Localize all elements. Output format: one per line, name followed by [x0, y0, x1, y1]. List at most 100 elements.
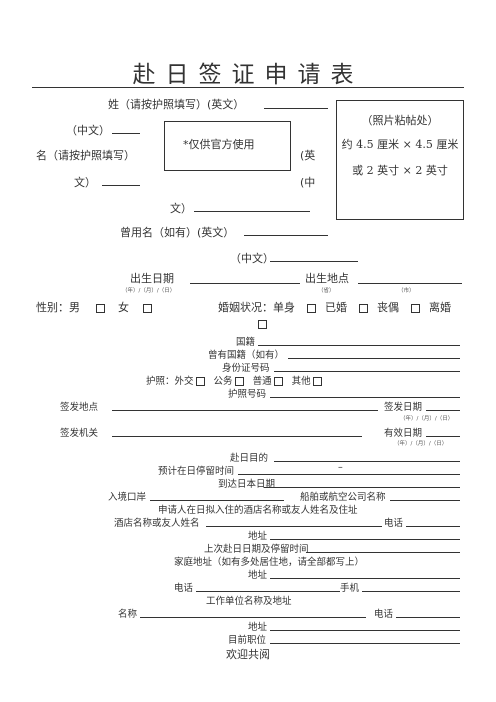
surname-en-line[interactable]	[264, 108, 328, 109]
issue-date-label: 签发日期	[384, 402, 423, 413]
surname-cn-line[interactable]	[112, 133, 140, 134]
expiry-date-label: 有效日期	[384, 428, 423, 439]
photo-size-in: 或 2 英寸 × 2 英寸	[352, 164, 448, 177]
former-name-en-line[interactable]	[244, 235, 328, 236]
issue-date-hint: （年）/（月）/（日）	[400, 416, 454, 422]
employer-phone-label: 电话	[374, 609, 394, 620]
expiry-date-line[interactable]	[426, 436, 460, 437]
hotel-note: 申请人在日拟入住的酒店名称或友人姓名及住址	[158, 505, 358, 516]
form-title: 赴日签证申请表	[132, 62, 364, 88]
employer-address-line[interactable]	[270, 630, 460, 631]
former-name-en-label: 曾用名（如有）(英文）	[120, 226, 235, 239]
surname-en-label: 姓（请按护照填写）(英文）	[108, 98, 245, 111]
birth-place-line[interactable]	[358, 283, 462, 284]
purpose-label: 赴日目的	[230, 453, 269, 464]
hotel-address-label: 地址	[248, 531, 268, 542]
passport-type-row: 护照：外交 公务 普通 其他	[146, 373, 324, 387]
birth-date-hint: （年）/（月）/（日）	[122, 288, 176, 294]
sex-row: 性别：男 女	[36, 299, 154, 315]
mobile-line[interactable]	[362, 591, 460, 592]
nationality-label: 国籍	[236, 337, 256, 348]
birth-province-hint: （省）	[318, 288, 335, 294]
employer-phone-line[interactable]	[396, 617, 460, 618]
former-nationality-line[interactable]	[288, 358, 460, 359]
hotel-address-line[interactable]	[270, 539, 460, 540]
passport-official-checkbox[interactable]	[234, 377, 244, 386]
passport-diplomatic-checkbox[interactable]	[195, 377, 205, 386]
passport-type-label: 护照：外交	[146, 376, 194, 387]
id-number-line[interactable]	[274, 371, 460, 372]
passport-other-label: 其他	[291, 376, 311, 387]
employer-name-line[interactable]	[140, 617, 366, 618]
marital-widowed-label: 丧偶	[377, 301, 399, 314]
official-use-box: *仅供官方使用	[164, 121, 291, 171]
passport-official-label: 公务	[213, 376, 233, 387]
port-of-entry-line[interactable]	[150, 500, 284, 501]
former-name-cn-line[interactable]	[270, 261, 358, 262]
home-address-label: 家庭地址（如有多处居住地，请全部都写上）	[174, 557, 365, 568]
passport-number-label: 护照号码	[228, 389, 267, 400]
photo-label: （照片粘帖处）	[361, 114, 439, 127]
birth-date-label: 出生日期	[130, 272, 174, 285]
birth-place-label: 出生地点	[305, 272, 349, 285]
nationality-line[interactable]	[258, 345, 460, 346]
given-name-cn-line[interactable]	[102, 185, 140, 186]
marital-widowed-checkbox[interactable]	[410, 303, 420, 313]
marital-single-checkbox[interactable]	[306, 303, 316, 313]
home-phone-line[interactable]	[196, 591, 340, 592]
hotel-name-line[interactable]	[206, 526, 382, 527]
position-label: 目前职位	[228, 635, 267, 646]
sex-label: 性别：男	[36, 301, 80, 314]
hotel-name-label: 酒店名称或友人姓名	[114, 518, 200, 529]
sex-female-label: 女	[118, 301, 129, 314]
sex-male-checkbox[interactable]	[95, 303, 105, 313]
stay-duration-label: 预计在日停留时间	[158, 466, 235, 477]
last-visit-line[interactable]	[306, 552, 460, 553]
given-name-en-label: (英	[300, 149, 316, 162]
birth-city-hint: （市）	[398, 288, 415, 294]
last-visit-label: 上次赴日日期及停留时间	[204, 544, 309, 555]
given-name-cn-label-b: (中	[300, 176, 316, 189]
surname-cn-label: （中文）	[66, 124, 110, 137]
marital-row: 婚姻状况：单身 已婚 丧偶 离婚	[218, 299, 451, 315]
issuing-authority-line[interactable]	[112, 436, 362, 437]
stay-duration-line[interactable]	[238, 474, 460, 475]
port-of-entry-label: 入境口岸	[108, 492, 147, 503]
passport-other-checkbox[interactable]	[312, 377, 322, 386]
passport-number-line[interactable]	[270, 397, 460, 398]
given-name-label: 名（请按护照填写）	[36, 149, 135, 162]
marital-divorced-checkbox[interactable]	[258, 320, 267, 329]
expiry-date-hint: （年）/（月）/（日）	[394, 441, 448, 447]
arrival-date-label: 到达日本日期	[218, 479, 276, 490]
position-line[interactable]	[270, 643, 460, 644]
employer-address-label: 地址	[248, 622, 268, 633]
home-address-line[interactable]	[270, 578, 460, 579]
birth-date-line[interactable]	[190, 283, 300, 284]
given-name-wen-label: 文）	[170, 202, 192, 215]
carrier-label: 船舶或航空公司名称	[300, 492, 386, 503]
marital-married-checkbox[interactable]	[358, 303, 368, 313]
mobile-label: 手机	[340, 583, 360, 594]
carrier-line[interactable]	[390, 500, 460, 501]
purpose-line[interactable]	[274, 461, 460, 462]
marital-label: 婚姻状况：单身	[218, 301, 295, 314]
issue-place-label: 签发地点	[60, 402, 99, 413]
issue-place-line[interactable]	[112, 410, 378, 411]
issuing-authority-label: 签发机关	[60, 428, 99, 439]
photo-size-cm: 约 4.5 厘米 × 4.5 厘米	[341, 138, 459, 151]
title-divider	[32, 87, 464, 88]
passport-ordinary-checkbox[interactable]	[273, 377, 283, 386]
arrival-date-line[interactable]	[264, 487, 460, 488]
official-use-label: *仅供官方使用	[183, 138, 255, 151]
given-name-en-line[interactable]	[194, 211, 310, 212]
hotel-phone-line[interactable]	[406, 526, 460, 527]
marital-divorced-label: 离婚	[429, 301, 451, 314]
hotel-phone-label: 电话	[384, 518, 404, 529]
photo-box: （照片粘帖处） 约 4.5 厘米 × 4.5 厘米 或 2 英寸 × 2 英寸	[336, 100, 464, 220]
id-number-label: 身份证号码	[222, 363, 270, 374]
sex-female-checkbox[interactable]	[142, 303, 152, 313]
issue-date-line[interactable]	[426, 410, 460, 411]
employer-label: 工作单位名称及地址	[206, 596, 292, 607]
former-name-cn-label: （中文）	[230, 252, 274, 265]
stay-dash: –	[338, 462, 343, 473]
